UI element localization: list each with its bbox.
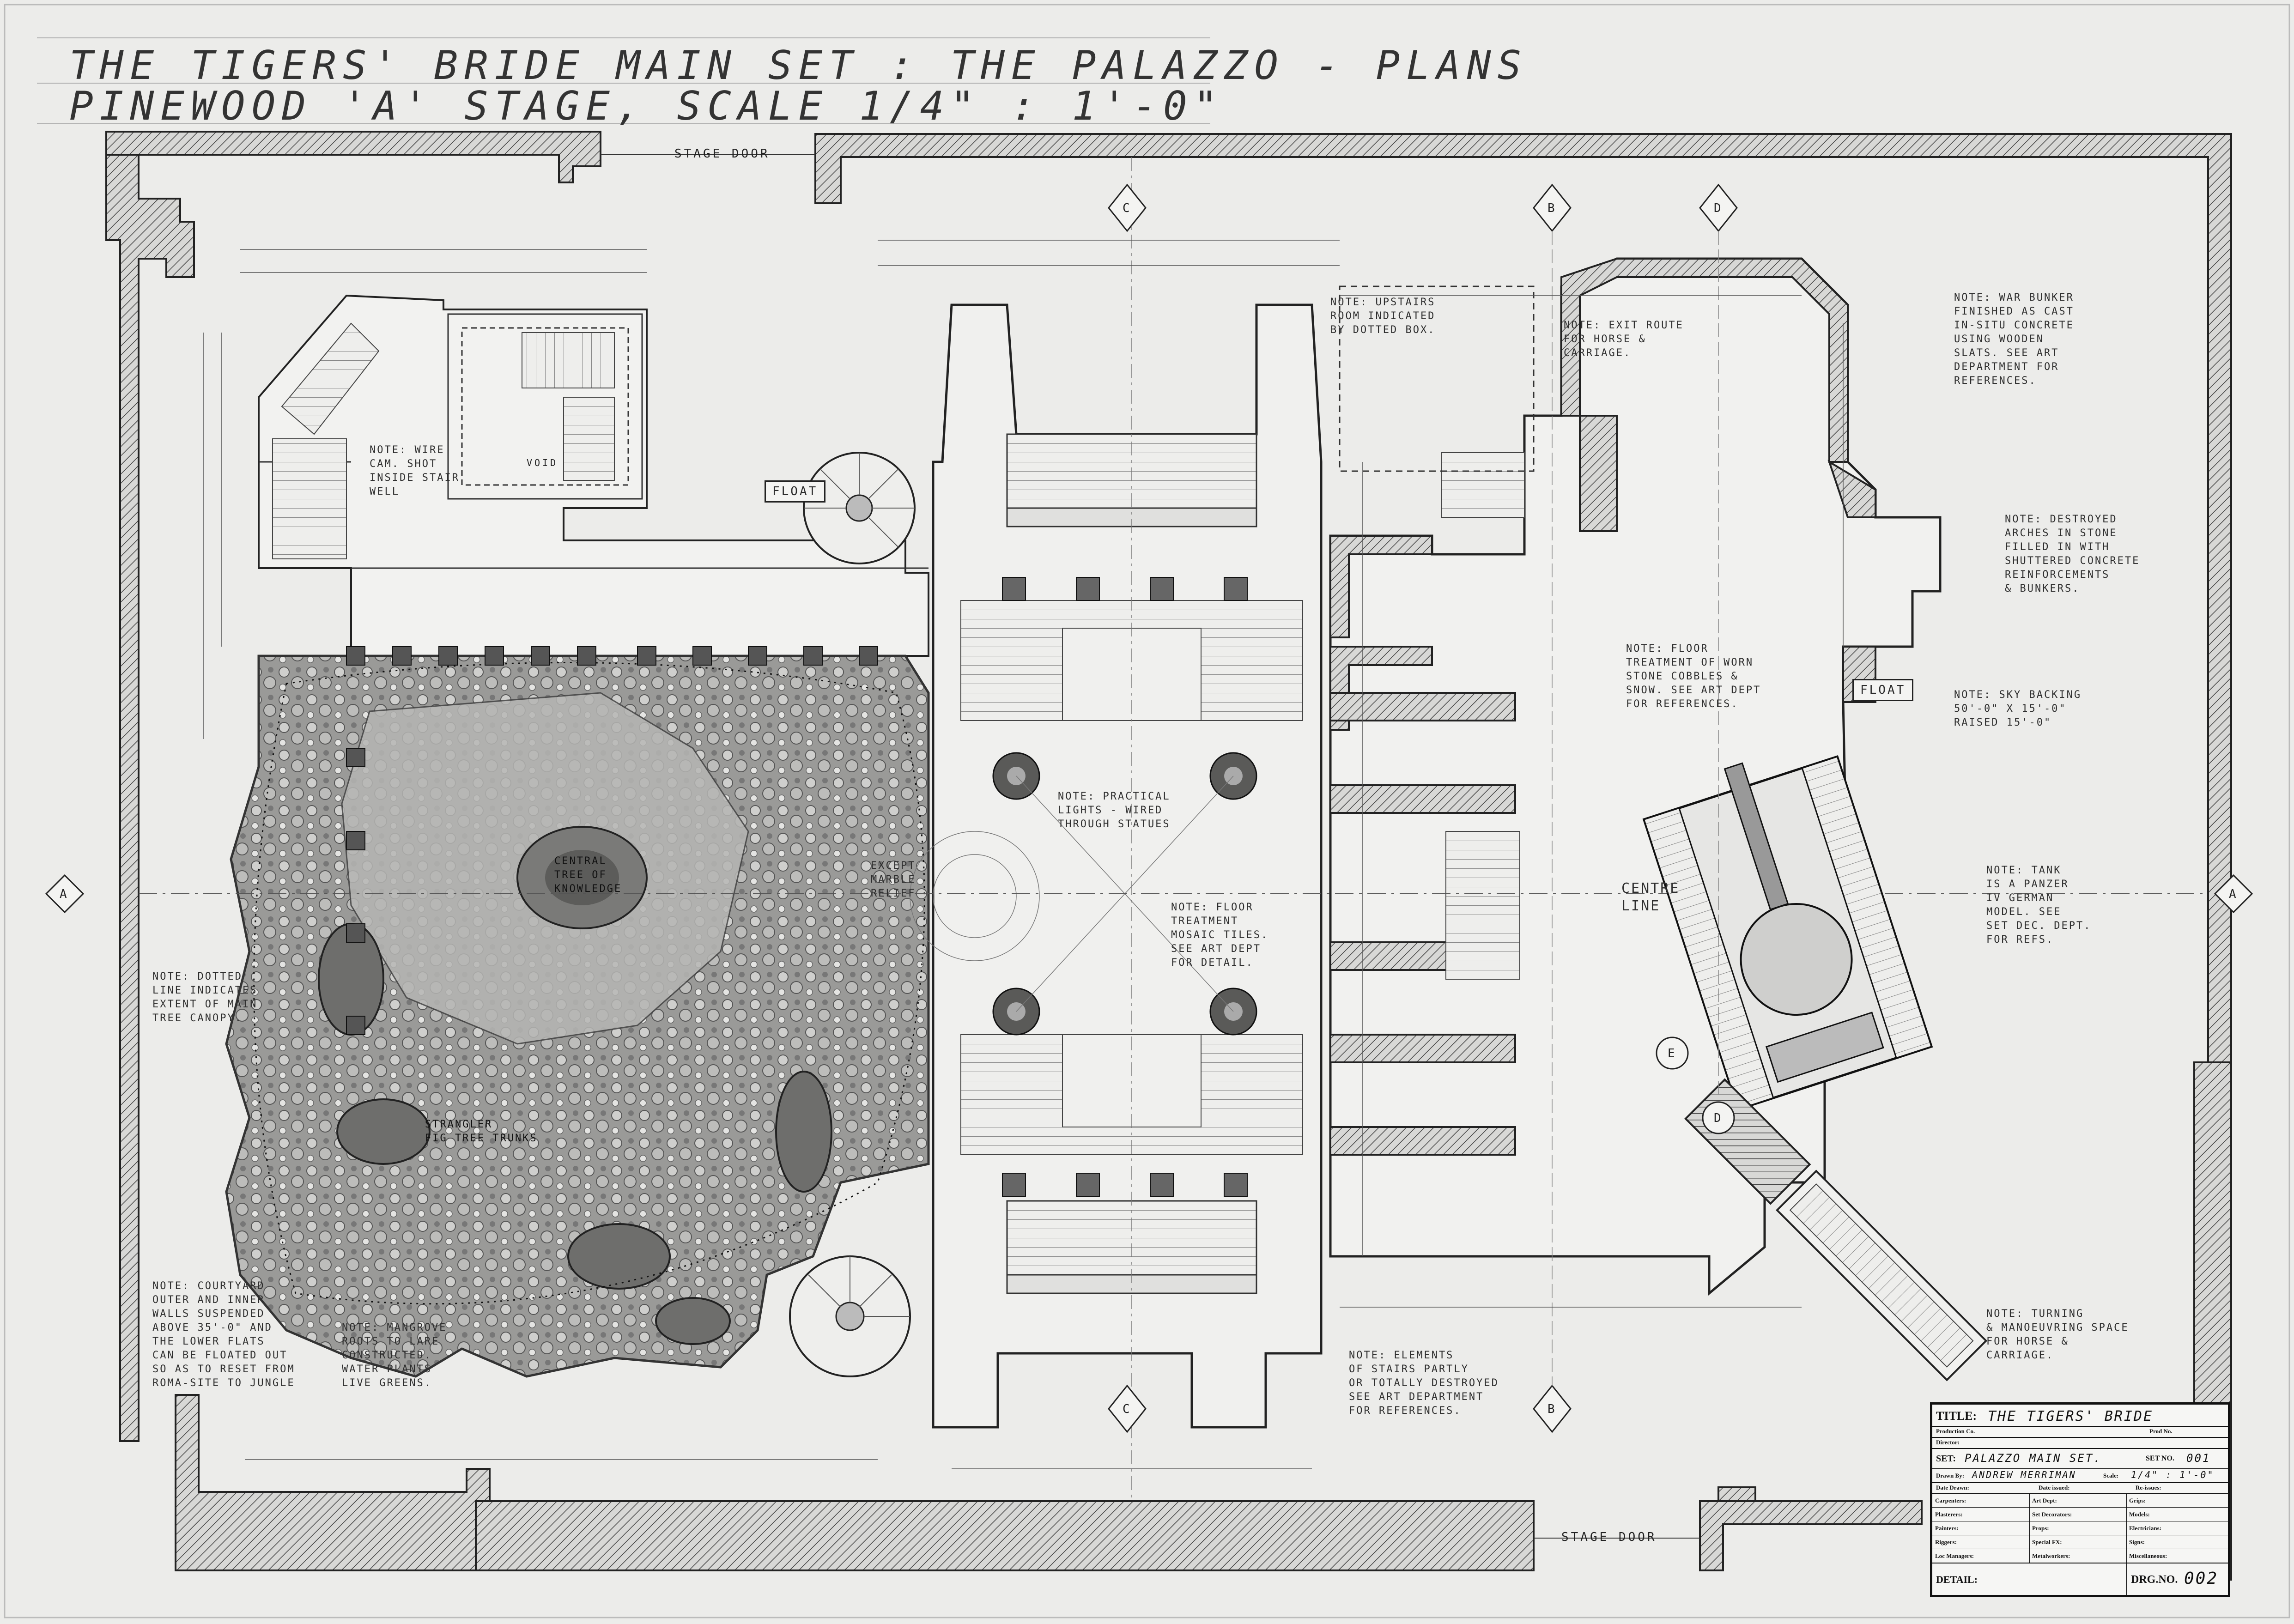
tb-date-drawn: Date Drawn: (1936, 1484, 1969, 1491)
note-mangrove: NOTE: MANGROVE ROOTS TO LARE CONSTRUCTED… (342, 1322, 447, 1389)
tb-dept-riggers: Riggers: (1935, 1539, 1957, 1545)
grid-b-bottom: B (1548, 1402, 1557, 1416)
note-marble-relief: EXCEPT MARBLE RELIEF (871, 860, 916, 899)
tb-dept-loc-managers: Loc Managers: (1935, 1552, 1974, 1559)
tb-dept-signs: Signs: (2129, 1539, 2145, 1545)
courtyard-garden (225, 654, 930, 1378)
tb-dept-electricians: Electricians: (2129, 1525, 2162, 1532)
void-label: VOID (527, 457, 558, 468)
note-upstairs: NOTE: UPSTAIRS ROOM INDICATED BY DOTTED … (1330, 297, 1436, 336)
note-courtyard: NOTE: COURTYARD OUTER AND INNER WALLS SU… (152, 1280, 295, 1389)
float-label-left: FLOAT (765, 480, 826, 503)
tb-set-no-label: SET NO. (2146, 1454, 2174, 1462)
title-block: TITLE: THE TIGERS' BRIDE Production Co. … (1930, 1402, 2230, 1597)
note-turning-space: NOTE: TURNING & MANOEUVRING SPACE FOR HO… (1986, 1308, 2129, 1361)
tb-scale-label: Scale: (2103, 1472, 2119, 1479)
tb-date-issued: Date issued: (2039, 1484, 2070, 1491)
stage-door-bottom-label: STAGE DOOR (1561, 1530, 1657, 1544)
central-hall (910, 303, 1323, 1429)
tb-production-co: Production Co. (1936, 1428, 1975, 1435)
tb-dept-carpenters: Carpenters: (1935, 1497, 1966, 1504)
note-floor-mosaic: NOTE: FLOOR TREATMENT MOSAIC TILES. SEE … (1171, 902, 1269, 969)
tb-title-value: THE TIGERS' BRIDE (1988, 1408, 2154, 1424)
tb-set-label: SET: (1936, 1454, 1956, 1464)
note-strangler-fig: STRANGLER FIG TREE TRUNKS (425, 1119, 538, 1144)
tb-dept-set-decorators: Set Decorators: (2032, 1511, 2072, 1518)
centre-line-label: CENTRE LINE (1621, 880, 1680, 914)
note-war-bunker: NOTE: WAR BUNKER FINISHED AS CAST IN-SIT… (1954, 292, 2074, 387)
tb-title-label: TITLE: (1936, 1409, 1977, 1423)
tb-set-no-value: 001 (2186, 1452, 2211, 1465)
tb-prod-no: Prod No. (2149, 1428, 2173, 1435)
tb-set-value: PALAZZO MAIN SET. (1965, 1452, 2102, 1465)
spiral-stair-top (803, 452, 916, 564)
grid-d-lower: D (1714, 1111, 1724, 1125)
note-sky-backing: NOTE: SKY BACKING 50'-0" X 15'-0" RAISED… (1954, 689, 2082, 728)
grid-a-left: A (60, 887, 69, 901)
tb-scale-value: 1/4" : 1'-0" (2131, 1469, 2215, 1480)
tb-dept-grips: Grips: (2129, 1497, 2146, 1504)
spiral-stair-bottom (789, 1255, 911, 1377)
note-destroyed-arches: NOTE: DESTROYED ARCHES IN STONE FILLED I… (2005, 514, 2140, 594)
grid-a-right: A (2229, 887, 2239, 901)
tb-dept-painters: Painters: (1935, 1525, 1959, 1532)
tank (1642, 755, 1933, 1111)
tb-dept-plasterers: Plasterers: (1935, 1511, 1963, 1518)
stage-door-top-label: STAGE DOOR (674, 147, 770, 161)
note-exit-route: NOTE: EXIT ROUTE FOR HORSE & CARRIAGE. (1564, 320, 1684, 359)
courtyard-columns (346, 646, 878, 1035)
tb-dept-metalworkers: Metalworkers: (2032, 1552, 2070, 1559)
note-practical-lights: NOTE: PRACTICAL LIGHTS - WIRED THROUGH S… (1058, 791, 1171, 830)
note-tank: NOTE: TANK IS A PANZER IV GERMAN MODEL. … (1986, 865, 2092, 945)
grid-c-top: C (1123, 201, 1132, 215)
grid-b-top: B (1548, 201, 1557, 215)
tb-re-issues: Re-issues: (2136, 1484, 2161, 1491)
grid-d-top: D (1714, 201, 1724, 215)
tb-dept-special-fx: Special FX: (2032, 1539, 2062, 1545)
tb-drawn-by-value: ANDREW MERRIMAN (1972, 1469, 2076, 1480)
grid-e: E (1668, 1047, 1677, 1060)
tb-dept-models: Models: (2129, 1511, 2150, 1518)
note-stairs-destroyed: NOTE: ELEMENTS OF STAIRS PARTLY OR TOTAL… (1349, 1350, 1499, 1417)
tb-departments: Carpenters: Art Dept: Grips: Plasterers:… (1932, 1493, 2228, 1563)
note-central-tree: CENTRAL TREE OF KNOWLEDGE (554, 855, 622, 895)
tb-drg-no-label: DRG.NO. (2131, 1574, 2178, 1586)
tb-dept-art: Art Dept: (2032, 1497, 2057, 1504)
tb-dept-props: Props: (2032, 1525, 2049, 1532)
grid-markers (45, 183, 2253, 1433)
note-floor-worn: NOTE: FLOOR TREATMENT OF WORN STONE COBB… (1626, 643, 1761, 710)
tb-dept-miscellaneous: Miscellaneous: (2129, 1552, 2167, 1559)
grid-c-bottom: C (1123, 1402, 1132, 1416)
drawing-title: THE TIGERS' BRIDE MAIN SET : THE PALAZZO… (69, 42, 1528, 89)
tb-director: Director: (1936, 1439, 1960, 1446)
note-dotted-line: NOTE: DOTTED LINE INDICATES EXTENT OF MA… (152, 971, 258, 1024)
tb-drawn-by-label: Drawn By: (1936, 1472, 1965, 1479)
float-label-right: FLOAT (1852, 679, 1914, 701)
note-wire-cam: NOTE: WIRE CAM. SHOT INSIDE STAIR WELL (370, 444, 460, 497)
drawing-subtitle: PINEWOOD 'A' STAGE, SCALE 1/4" : 1'-0" (69, 83, 1224, 129)
tb-detail-label: DETAIL: (1936, 1574, 1978, 1585)
tb-drg-no-value: 002 (2184, 1569, 2219, 1588)
